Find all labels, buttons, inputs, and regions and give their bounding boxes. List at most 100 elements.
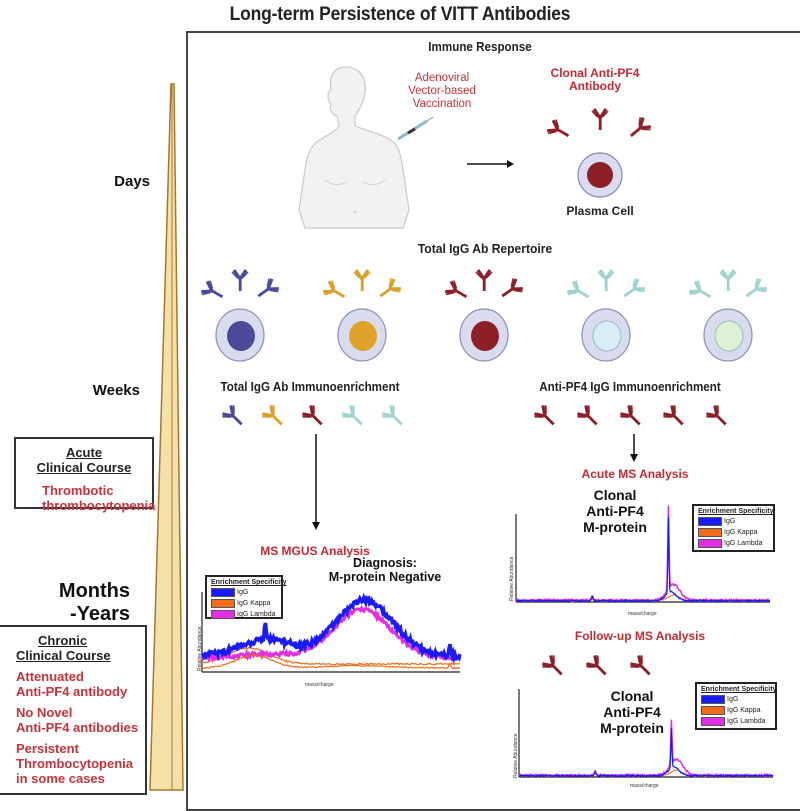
legend-entry-lambda: IgG Lambda <box>698 539 769 548</box>
acute-ylabel: Relative Abundance <box>509 521 515 601</box>
legend-swatch-lambda <box>701 717 725 726</box>
chronic-item-2-line2: Anti-PF4 antibodies <box>16 720 145 735</box>
enriched-antibody-icon <box>261 404 287 430</box>
enriched-antibody-icon <box>381 404 407 430</box>
legend-label-lambda: IgG Lambda <box>237 611 276 618</box>
chronic-clinical-course-box: Chronic Clinical Course Attenuated Anti-… <box>0 625 147 795</box>
mgus-callout-1: Diagnosis: <box>310 556 460 570</box>
timeline-label-weeks: Weeks <box>40 382 140 399</box>
legend-swatch-lambda <box>698 539 722 548</box>
chronic-item-3-line1: Persistent <box>16 741 145 756</box>
total-igg-enrichment-heading: Total IgG Ab Immunoenrichment <box>217 380 403 394</box>
cell-nucleus <box>593 321 621 351</box>
repertoire-antibody-icon <box>566 280 592 304</box>
repertoire-antibody-icon <box>598 270 614 291</box>
legend-entry-igg: IgG <box>698 517 769 526</box>
mgus-legend: Enrichment Specificity IgG IgG Kappa IgG… <box>205 575 283 619</box>
legend-label-kappa: IgG Kappa <box>237 600 270 607</box>
enriched-antipf4-antibody-icon <box>705 404 731 430</box>
clonal-antibody-group <box>540 100 660 150</box>
clonal-antibody-label-2: Antibody <box>530 80 660 93</box>
repertoire-antibody-icon <box>376 277 402 302</box>
legend-swatch-igg <box>698 517 722 526</box>
vaccination-label-1: Adenoviral <box>392 72 492 85</box>
chronic-item-1-line1: Attenuated <box>16 669 145 684</box>
repertoire-antibody-icon <box>200 280 226 304</box>
legend-label-lambda: IgG Lambda <box>727 718 766 725</box>
acute-clinical-course-box: Acute Clinical Course Thrombotic thrombo… <box>14 437 154 509</box>
clonal-antibody-icon <box>592 109 608 130</box>
enriched-antibody-icon <box>301 404 327 430</box>
antipf4-enrichment-heading: Anti-PF4 IgG Immunoenrichment <box>532 380 727 394</box>
mgus-ylabel: Relative Abundance <box>197 591 203 671</box>
plasma-cell-icon <box>575 150 625 200</box>
acute-callout-1: Clonal <box>565 487 665 503</box>
followup-ylabel: Relative Abundance <box>513 698 519 778</box>
followup-legend: Enrichment Specificity IgG IgG Kappa IgG… <box>695 682 777 730</box>
followup-antibody-icon <box>629 654 655 680</box>
vaccination-label: Adenoviral Vector-based Vaccination <box>392 72 492 111</box>
repertoire-antibody-icon <box>232 270 248 291</box>
mgus-xlabel: mass/charge <box>305 682 334 688</box>
enriched-antipf4-antibody-icon <box>619 404 645 430</box>
legend-entry-igg: IgG <box>701 695 771 704</box>
acute-xlabel: mass/charge <box>628 611 657 617</box>
legend-label-igg: IgG <box>724 518 735 525</box>
cell-nucleus <box>471 321 499 351</box>
legend-entry-kappa: IgG Kappa <box>701 706 771 715</box>
repertoire-antibody-icon <box>688 280 714 304</box>
legend-label-kappa: IgG Kappa <box>727 707 760 714</box>
followup-xlabel: mass/charge <box>630 783 659 789</box>
legend-swatch-lambda <box>211 610 235 619</box>
legend-title: Enrichment Specificity <box>701 686 771 693</box>
cell-nucleus <box>227 321 255 351</box>
plasma-cell-label: Plasma Cell <box>550 204 650 218</box>
legend-label-igg: IgG <box>237 589 248 596</box>
repertoire-antibody-icon <box>620 277 646 302</box>
legend-swatch-kappa <box>211 599 235 608</box>
legend-swatch-igg <box>701 695 725 704</box>
repertoire-clone <box>444 270 524 361</box>
legend-label-kappa: IgG Kappa <box>724 529 757 536</box>
repertoire-antibody-icon <box>254 277 280 302</box>
repertoire-svg <box>190 265 800 365</box>
vaccination-label-2: Vector-based <box>392 85 492 98</box>
immune-response-heading: Immune Response <box>387 40 573 54</box>
series-igg-kappa-overlay <box>202 655 460 669</box>
acute-legend: Enrichment Specificity IgG IgG Kappa IgG… <box>692 504 775 552</box>
clonal-antibody-icon <box>626 116 652 142</box>
arrow-down-right-icon <box>628 434 640 464</box>
acute-heading-2: Clinical Course <box>16 460 152 475</box>
followup-panel-title: Follow-up MS Analysis <box>560 629 720 643</box>
repertoire-clone <box>688 270 768 361</box>
legend-title: Enrichment Specificity <box>698 508 769 515</box>
acute-panel-title: Acute MS Analysis <box>565 467 705 481</box>
timeline-label-days: Days <box>60 173 150 190</box>
chronic-item-2-line1: No Novel <box>16 705 145 720</box>
legend-title: Enrichment Specificity <box>211 579 277 586</box>
repertoire-antibody-icon <box>476 270 492 291</box>
followup-antibody-icon <box>585 654 611 680</box>
repertoire-antibody-icon <box>444 280 470 304</box>
acute-item-1: Thrombotic <box>16 483 152 498</box>
chronic-item-3-line2: Thrombocytopenia <box>16 756 145 771</box>
chronic-item-3-line3: in some cases <box>16 771 145 786</box>
legend-entry-lambda: IgG Lambda <box>701 717 771 726</box>
chronic-heading-2: Clinical Course <box>16 648 145 663</box>
cell-nucleus <box>715 321 743 351</box>
repertoire-clone <box>200 270 280 361</box>
legend-label-igg: IgG <box>727 696 738 703</box>
repertoire-antibody-icon <box>354 270 370 291</box>
enriched-antipf4-antibody-icon <box>576 404 602 430</box>
legend-entry-igg: IgG <box>211 588 277 597</box>
legend-entry-lambda: IgG Lambda <box>211 610 277 619</box>
repertoire-antibody-icon <box>742 277 768 302</box>
legend-swatch-kappa <box>701 706 725 715</box>
series-igg <box>519 728 773 776</box>
timeline-wedge-shape <box>150 84 183 790</box>
clonal-antibody-label: Clonal Anti-PF4 Antibody <box>530 67 660 93</box>
clonal-antibody-icon <box>546 119 572 143</box>
repertoire-clone <box>322 270 402 361</box>
legend-swatch-igg <box>211 588 235 597</box>
acute-heading-1: Acute <box>16 445 152 460</box>
